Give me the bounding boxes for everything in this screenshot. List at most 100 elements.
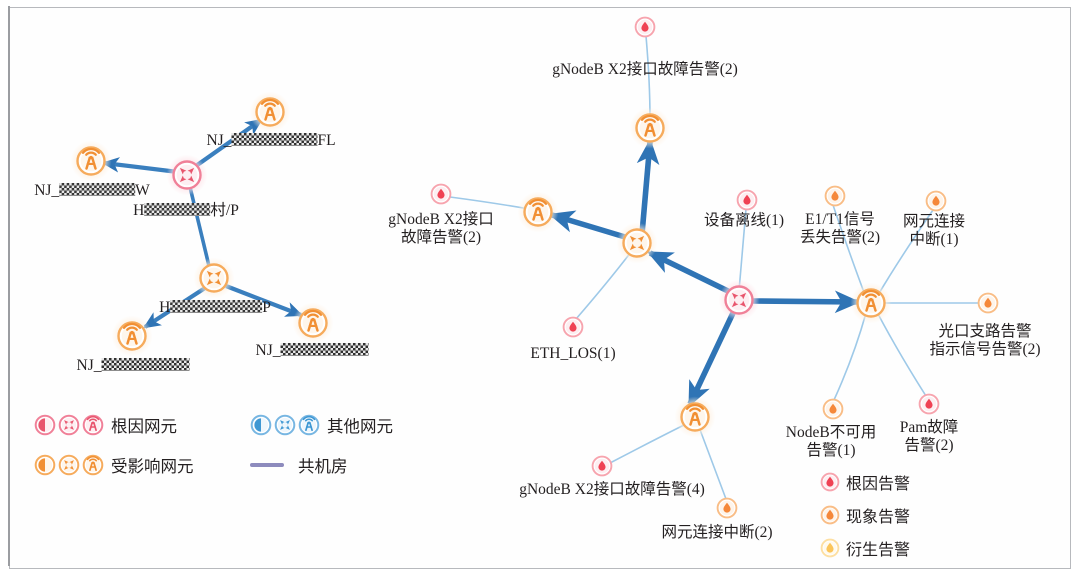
- legend-same-room-line-swatch: [250, 463, 284, 467]
- link-alarm-pam: [876, 311, 927, 397]
- edge-center-to-right: [752, 290, 861, 314]
- legend-alarm-dot-icon: [820, 538, 840, 558]
- node-tower-affected[interactable]: [249, 91, 291, 133]
- alarm-label-alarm-ne-break-2: 网元连接中断(2): [661, 524, 772, 542]
- alarm-label-alarm-e1t1: E1/T1信号丢失告警(2): [800, 211, 880, 248]
- legend-icon-router-other: [274, 414, 296, 436]
- legend-icon-disk-affected: [34, 454, 56, 476]
- node-tower-affected[interactable]: [517, 191, 559, 233]
- ne-label-redacted-block: [101, 357, 190, 372]
- alarm-label-line: 故障告警(2): [400, 229, 482, 247]
- alarm-label-line: gNodeB X2接口: [388, 211, 494, 228]
- edge-mid-to-br: [225, 284, 304, 317]
- legend-entry-legend-same-room[interactable]: 共机房: [250, 453, 348, 477]
- ne-label-suffix: FL: [317, 132, 336, 149]
- ne-label-lbl-nj-fl: NJ_FL: [206, 132, 335, 150]
- ne-label-prefix: NJ_: [76, 357, 102, 374]
- link-alarm-eth-los: [575, 251, 632, 320]
- legend-label: 根因网元: [111, 417, 177, 436]
- legend-label: 受影响网元: [111, 457, 194, 476]
- ne-label-redacted-block: [144, 202, 211, 217]
- legend-icon-tower-other: [298, 414, 320, 436]
- legend-icon-tower-affected: [82, 454, 104, 476]
- node-router-affected[interactable]: [193, 257, 235, 299]
- alarm-label-line: ETH_LOS(1): [530, 345, 616, 362]
- legend-entry-legend-alarm-derived[interactable]: 衍生告警: [820, 536, 910, 560]
- legend-entry-legend-alarm-root[interactable]: 根因告警: [820, 470, 910, 494]
- link-alarm-nodeb-unavail: [833, 312, 867, 401]
- ne-label-lbl-nj-bl: NJ_: [77, 357, 190, 375]
- alarm-label-alarm-nodeb-unavail: NodeB不可用告警(1): [786, 424, 876, 461]
- edge-rl-to-left: [548, 210, 626, 240]
- ne-label-suffix: P: [262, 299, 271, 316]
- legend-icon-group: [250, 414, 320, 436]
- ne-label-prefix: H: [159, 299, 171, 316]
- alarm-dot-phenomenon-alarm-nodeb-unavail[interactable]: [822, 398, 844, 420]
- alarm-dot-phenomenon-alarm-e1t1[interactable]: [824, 185, 846, 207]
- alarm-layer: [430, 16, 999, 519]
- legend-alarm-label: 根因告警: [846, 476, 911, 493]
- alarm-label-alarm-top: gNodeB X2接口故障告警(2): [552, 61, 738, 79]
- node-router-affected[interactable]: [616, 222, 658, 264]
- ne-label-prefix: NJ_: [34, 182, 60, 199]
- legend-entry-legend-alarm-phenomenon[interactable]: 现象告警: [820, 503, 910, 527]
- legend-alarm-label: 衍生告警: [846, 542, 911, 559]
- node-router-root_cause[interactable]: [166, 154, 208, 196]
- alarm-label-line: 网元连接: [902, 213, 966, 230]
- node-router-root_cause[interactable]: [718, 279, 760, 321]
- alarm-label-line: 设备离线(1): [703, 212, 785, 229]
- ne-label-redacted-block: [59, 182, 136, 197]
- ne-label-prefix: NJ_: [255, 342, 281, 359]
- edge-rl-to-top: [636, 138, 660, 235]
- alarm-label-alarm-gnodeb-left: gNodeB X2接口故障告警(2): [388, 211, 493, 248]
- alarm-dot-root-alarm-device-offline[interactable]: [736, 189, 758, 211]
- legend-alarm-dot-icon: [820, 472, 840, 492]
- alarm-dot-root-alarm-gnodeb-bottom[interactable]: [591, 455, 613, 477]
- legend-icon-router-affected: [58, 454, 80, 476]
- edge-center-to-bottom: [687, 311, 736, 408]
- alarm-dot-root-alarm-pam[interactable]: [918, 393, 940, 415]
- edge-root-to-fl: [191, 118, 264, 170]
- node-tower-affected[interactable]: [674, 396, 716, 438]
- ne-label-redacted-block: [280, 342, 369, 357]
- alarm-label-line: Pam故障: [899, 419, 959, 436]
- legend-icon-group: [34, 454, 104, 476]
- alarm-label-line: 光口支路告警: [938, 323, 1032, 340]
- alarm-label-alarm-pam: Pam故障告警(2): [900, 419, 959, 456]
- alarm-dot-root-alarm-eth-los[interactable]: [562, 316, 584, 338]
- alarm-label-alarm-ne-break-1: 网元连接中断(1): [903, 213, 965, 250]
- node-tower-affected[interactable]: [292, 302, 334, 344]
- legend-icon-disk-other: [250, 414, 272, 436]
- legend-icon-group: [34, 414, 104, 436]
- legend-alarm-dot-icon: [820, 505, 840, 525]
- alarm-label-alarm-device-offline: 设备离线(1): [704, 212, 784, 230]
- left-topology-edges: [101, 118, 304, 329]
- legend-alarm-label: 现象告警: [846, 509, 911, 526]
- legend-label: 共机房: [298, 457, 348, 476]
- edge-root-to-mid: [188, 186, 211, 267]
- alarm-dot-phenomenon-alarm-ne-break-1[interactable]: [925, 190, 947, 212]
- alarm-dot-phenomenon-alarm-optical[interactable]: [977, 292, 999, 314]
- right-topology-edges: [548, 138, 861, 408]
- legend-entry-legend-affected[interactable]: 受影响网元: [34, 453, 194, 477]
- legend-entry-legend-root-cause[interactable]: 根因网元: [34, 413, 177, 437]
- ne-label-redacted-block: [231, 132, 318, 147]
- alarm-label-line: 中断(1): [909, 231, 959, 249]
- legend-entry-legend-other[interactable]: 其他网元: [250, 413, 393, 437]
- node-tower-affected[interactable]: [629, 107, 671, 149]
- node-layer: [70, 91, 892, 438]
- legend-label: 其他网元: [327, 417, 393, 436]
- alarm-dot-root-alarm-gnodeb-left[interactable]: [430, 183, 452, 205]
- ne-label-lbl-nj-br: NJ_: [256, 342, 369, 360]
- alarm-label-alarm-eth-los: ETH_LOS(1): [530, 345, 615, 363]
- node-tower-affected[interactable]: [850, 282, 892, 324]
- alarm-dot-root-alarm-top[interactable]: [634, 16, 656, 38]
- alarm-dot-phenomenon-alarm-ne-break-2[interactable]: [716, 497, 738, 519]
- node-tower-affected[interactable]: [111, 315, 153, 357]
- node-tower-affected[interactable]: [70, 140, 112, 182]
- alarm-label-line: NodeB不可用: [785, 424, 877, 441]
- link-alarm-gnodeb-left: [449, 196, 530, 210]
- ne-label-redacted-block: [170, 299, 263, 314]
